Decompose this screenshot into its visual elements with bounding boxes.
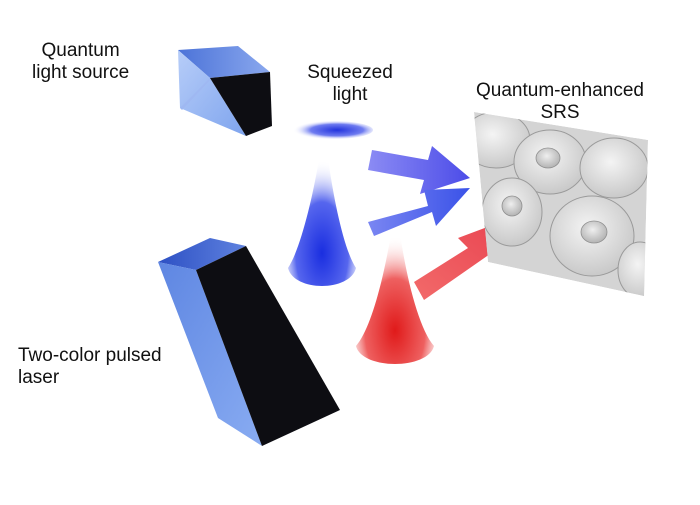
label-line: SRS [540,102,580,123]
pulse-blue [288,153,356,286]
pulse-red [356,229,434,364]
label-squeezed-light: Squeezed light [300,62,400,106]
label-line: Squeezed [307,62,393,83]
light-source-box [178,46,272,136]
label-two-color-pulsed-laser: Two-color pulsed laser [18,345,162,389]
label-line: light source [32,62,130,83]
label-quantum-enhanced-srs: Quantum-enhanced SRS [470,80,650,124]
label-quantum-light-source: Quantum light source [32,40,129,84]
cell-image [474,112,648,296]
arrow-blue [368,188,470,236]
label-line: Quantum-enhanced [476,80,644,101]
arrow-blue [368,146,470,194]
laser-box [158,238,340,446]
label-line: laser [18,367,60,388]
label-line: Two-color pulsed [18,345,162,366]
squeezed-pulse [293,121,373,139]
label-line: Quantum [41,40,120,61]
label-line: light [332,84,368,105]
